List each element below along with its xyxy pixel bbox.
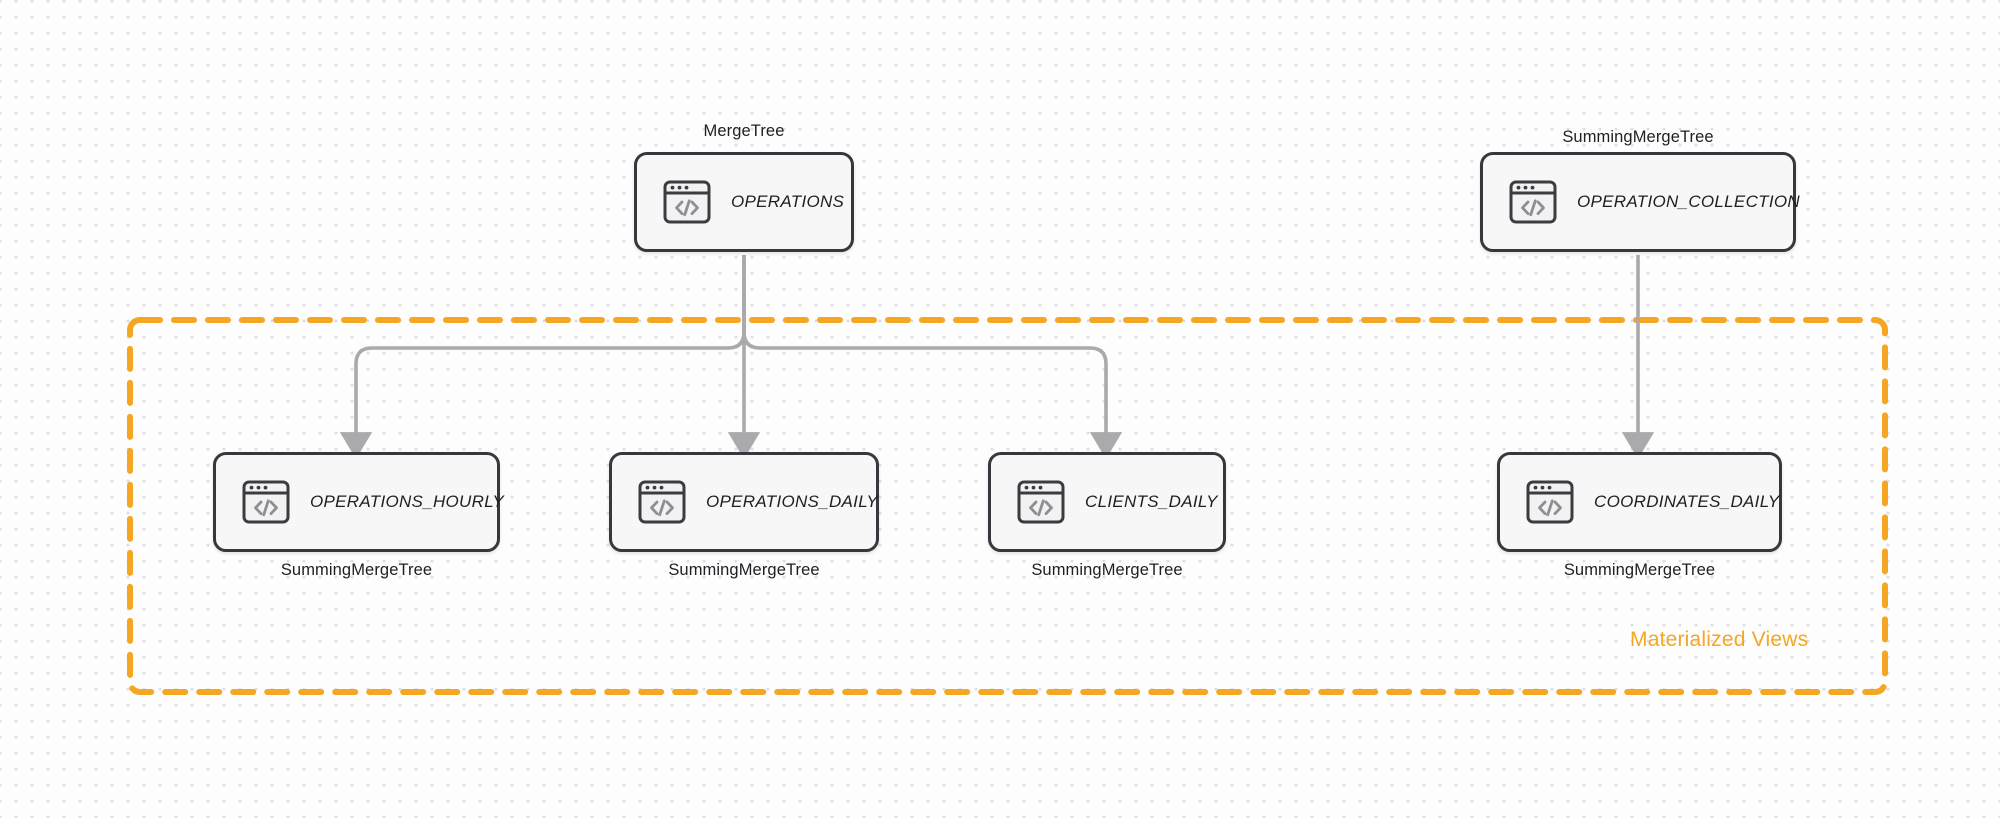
engine-caption-operations: MergeTree xyxy=(703,122,785,140)
code-window-icon xyxy=(1017,480,1065,524)
engine-caption-coordinates-daily: SummingMergeTree xyxy=(1563,561,1716,579)
node-operation-collection[interactable]: OPERATION_COLLECTION xyxy=(1480,152,1800,252)
engine-caption-clients-daily: SummingMergeTree xyxy=(1031,561,1183,579)
node-operations-daily[interactable]: OPERATIONS_DAILY xyxy=(609,452,879,552)
materialized-views-caption: Materialized Views xyxy=(1630,628,1809,651)
code-window-icon xyxy=(1509,180,1557,224)
engine-caption-operations-hourly: SummingMergeTree xyxy=(280,561,433,579)
node-label: OPERATIONS_DAILY xyxy=(706,492,879,511)
node-label: CLIENTS_DAILY xyxy=(1085,492,1218,511)
code-window-icon xyxy=(1526,480,1574,524)
node-label: OPERATION_COLLECTION xyxy=(1577,192,1800,211)
code-window-icon xyxy=(663,180,711,224)
code-window-icon xyxy=(638,480,686,524)
node-label: COORDINATES_DAILY xyxy=(1594,492,1780,511)
node-coordinates-daily[interactable]: COORDINATES_DAILY xyxy=(1497,452,1782,552)
node-operations-hourly[interactable]: OPERATIONS_HOURLY xyxy=(213,452,504,552)
node-clients-daily[interactable]: CLIENTS_DAILY xyxy=(988,452,1226,552)
engine-caption-operations-daily: SummingMergeTree xyxy=(668,561,820,579)
node-label: OPERATIONS xyxy=(731,192,845,211)
node-operations[interactable]: OPERATIONS xyxy=(634,152,854,252)
node-label: OPERATIONS_HOURLY xyxy=(310,492,505,511)
code-window-icon xyxy=(242,480,290,524)
engine-caption-operation-collection: SummingMergeTree xyxy=(1562,128,1714,146)
